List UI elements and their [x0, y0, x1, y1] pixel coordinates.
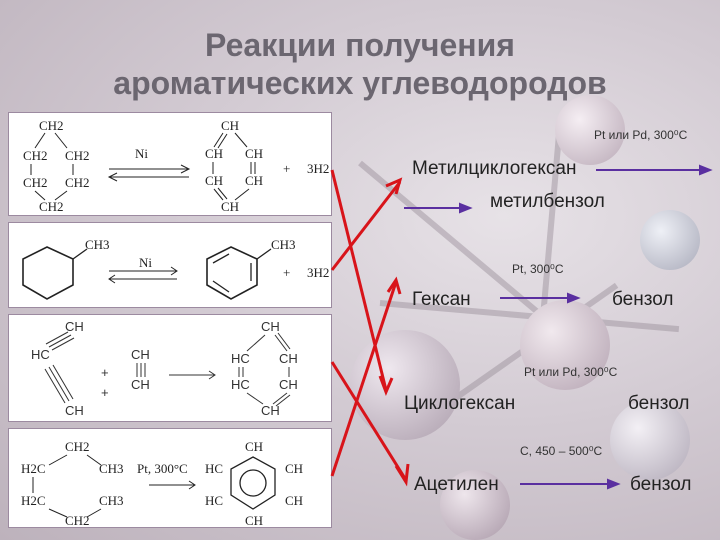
equation-methylcyclohexane: CH3 Ni CH3 + 3H2 [22, 237, 329, 300]
reactant-atom: H2C [21, 461, 46, 476]
equation-box-acetylene: CH HC CH CH CH + + CH HC CH HC CH CH [8, 314, 332, 422]
methyl-group: CH3 [271, 237, 296, 252]
product-bonds [238, 332, 291, 407]
reactant-atom: HC [31, 347, 50, 362]
product-atom: CH [205, 146, 223, 161]
product-ring [230, 456, 276, 510]
product-atom: CH [221, 118, 239, 133]
reactant-atom: CH3 [99, 493, 124, 508]
condition-label: Pt, 300°C [137, 461, 188, 476]
product-atom: CH [245, 439, 263, 454]
plus-sign: + [101, 385, 109, 400]
hydrogen-label: 3H2 [307, 161, 329, 176]
reactant-atom: CH [65, 403, 84, 418]
arrowhead [699, 164, 713, 176]
reactant-atom: CH2 [65, 175, 90, 190]
reactant-atom: CH2 [39, 118, 64, 133]
equation-acetylene: CH HC CH CH CH + + CH HC CH HC CH CH [31, 319, 298, 418]
reactant-atom: CH2 [39, 199, 64, 214]
catalyst-label: Ni [139, 255, 152, 270]
equilibrium-arrow [108, 266, 178, 284]
reactant-atom: CH2 [65, 439, 90, 454]
reactant-atom: CH [131, 347, 150, 362]
reactant-atom: H2C [21, 493, 46, 508]
equilibrium-arrow [107, 164, 191, 182]
reaction-4-product: бензол [630, 474, 692, 495]
reaction-2-reactant: Гексан [412, 289, 471, 310]
methyl-group: CH3 [85, 237, 110, 252]
plus-sign: + [283, 265, 290, 280]
equation-cyclohexane: CH2 CH2 CH2 CH2 CH2 CH2 Ni CH CH CH CH C… [23, 118, 329, 214]
hydrogen-label: 3H2 [307, 265, 329, 280]
reactant-bonds [30, 132, 74, 201]
product-atom: CH [245, 173, 263, 188]
reactant-bonds [32, 454, 102, 518]
equation-box-methylcyclohexane: CH3 Ni CH3 + 3H2 [8, 222, 332, 308]
reaction-arrow [169, 370, 216, 380]
equation-box-hexane: CH2 H2C CH3 H2C CH3 CH2 Pt, 300°C CH HC … [8, 428, 332, 528]
reactant-atom: CH [65, 319, 84, 334]
catalyst-label: Ni [135, 146, 148, 161]
product-atom: CH [279, 377, 298, 392]
product-atom: CH [285, 461, 303, 476]
reactant-atom: CH2 [65, 513, 90, 527]
matching-line [330, 181, 402, 271]
arrowhead [394, 463, 410, 487]
reaction-4-condition: C, 450 – 500⁰C [520, 444, 603, 458]
product-atom: HC [205, 493, 223, 508]
title-line-2: ароматических углеводородов [113, 65, 607, 101]
reaction-2-product: бензол [612, 289, 674, 310]
triple-bonds [44, 331, 146, 404]
reactant-atom: CH [131, 377, 150, 392]
plus-sign: + [101, 365, 109, 380]
arrowhead [607, 478, 621, 490]
product-atom: CH [261, 403, 280, 418]
reaction-3-reactant: Циклогексан [404, 393, 516, 414]
equation-hexane: CH2 H2C CH3 H2C CH3 CH2 Pt, 300°C CH HC … [21, 439, 303, 528]
reaction-3-product: бензол [628, 393, 690, 414]
arrowhead [459, 202, 473, 214]
cyclohexane-ring [22, 246, 74, 300]
reaction-1-reactant: Метилциклогексан [412, 158, 577, 179]
product-atom: CH [221, 199, 239, 214]
product-atom: CH [285, 493, 303, 508]
reaction-2-condition: Pt, 300⁰C [512, 262, 564, 276]
product-atom: CH [245, 146, 263, 161]
reactant-atom: CH2 [23, 175, 48, 190]
product-bonds [212, 132, 256, 201]
product-atom: HC [231, 351, 250, 366]
reaction-1-condition: Pt или Pd, 300⁰C [594, 128, 688, 142]
reaction-1-product: метилбензол [490, 191, 605, 212]
reaction-4-reactant: Ацетилен [414, 474, 499, 495]
arrowhead [386, 276, 402, 295]
product-atom: CH [205, 173, 223, 188]
slide-title: Реакции получения ароматических углеводо… [0, 26, 720, 102]
plus-sign: + [283, 161, 290, 176]
equation-box-cyclohexane: CH2 CH2 CH2 CH2 CH2 CH2 Ni CH CH CH CH C… [8, 112, 332, 216]
reactant-atom: CH3 [99, 461, 124, 476]
product-atom: CH [261, 319, 280, 334]
reactant-atom: CH2 [65, 148, 90, 163]
reaction-3-condition: Pt или Pd, 300⁰C [524, 365, 618, 379]
benzene-ring [206, 246, 258, 300]
product-atom: HC [205, 461, 223, 476]
title-line-1: Реакции получения [205, 27, 515, 63]
reactant-atom: CH2 [23, 148, 48, 163]
product-atom: HC [231, 377, 250, 392]
product-atom: CH [279, 351, 298, 366]
reaction-arrow [149, 480, 196, 490]
product-atom: CH [245, 513, 263, 527]
